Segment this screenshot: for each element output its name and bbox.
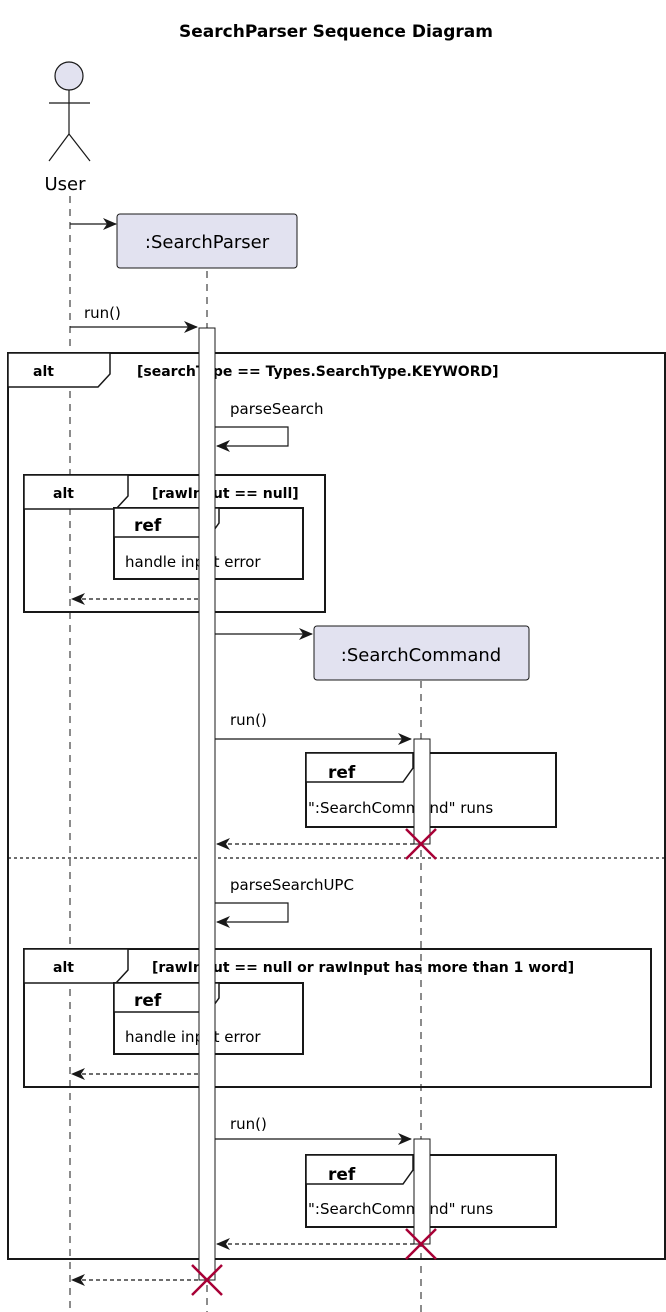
inner-alt-fragment-2 [23, 948, 652, 1088]
ref-text-2: ":SearchCommand" runs [308, 799, 493, 817]
inner-alt-fragment-1 [23, 474, 326, 613]
ref-keyword-3: ref [134, 991, 162, 1011]
command-activation-bar-2 [413, 1138, 431, 1245]
command-activation-bar-1 [413, 738, 431, 845]
run-message-1: run() [84, 304, 121, 322]
ref-keyword-2: ref [328, 763, 356, 783]
parser-activation-bar [198, 327, 216, 1281]
outer-alt-guard: [searchType == Types.SearchType.KEYWORD] [137, 364, 499, 380]
inner-alt-guard-2: [rawInput == null or rawInput has more t… [152, 960, 574, 976]
ref-text-4: ":SearchCommand" runs [308, 1200, 493, 1218]
inner-alt-keyword-2: alt [53, 960, 74, 976]
user-label: User [44, 174, 86, 195]
ref-text-3: handle input error [125, 1028, 261, 1046]
destroy-mark-command-2 [405, 1228, 437, 1260]
run-message-2: run() [230, 711, 267, 729]
inner-alt-tab-2 [23, 948, 129, 984]
search-parser-label: :SearchParser [145, 232, 270, 253]
ref-keyword-4: ref [328, 1165, 356, 1185]
ref-text-1: handle input error [125, 553, 261, 571]
outer-alt-fragment [7, 352, 666, 1260]
parse-search-upc-self-arrow [215, 902, 289, 928]
inner-alt-keyword-1: alt [53, 486, 74, 502]
inner-alt-guard-1: [rawInput == null] [152, 486, 299, 502]
ref-keyword-1: ref [134, 516, 162, 536]
outer-alt-tab [7, 352, 111, 388]
search-parser-box [116, 213, 298, 269]
parse-search-self-arrow [215, 426, 289, 452]
destroy-mark-command-1 [405, 828, 437, 860]
parse-search-message: parseSearch [230, 400, 323, 418]
search-command-box [313, 625, 530, 681]
outer-alt-keyword: alt [33, 364, 54, 380]
diagram-title: SearchParser Sequence Diagram [179, 22, 493, 42]
search-command-label: :SearchCommand [341, 645, 501, 666]
inner-alt-tab-1 [23, 474, 129, 510]
parse-search-upc-message: parseSearchUPC [230, 876, 354, 894]
user-actor-icon [48, 61, 91, 162]
run-message-3: run() [230, 1115, 267, 1133]
destroy-mark-parser [191, 1264, 223, 1296]
